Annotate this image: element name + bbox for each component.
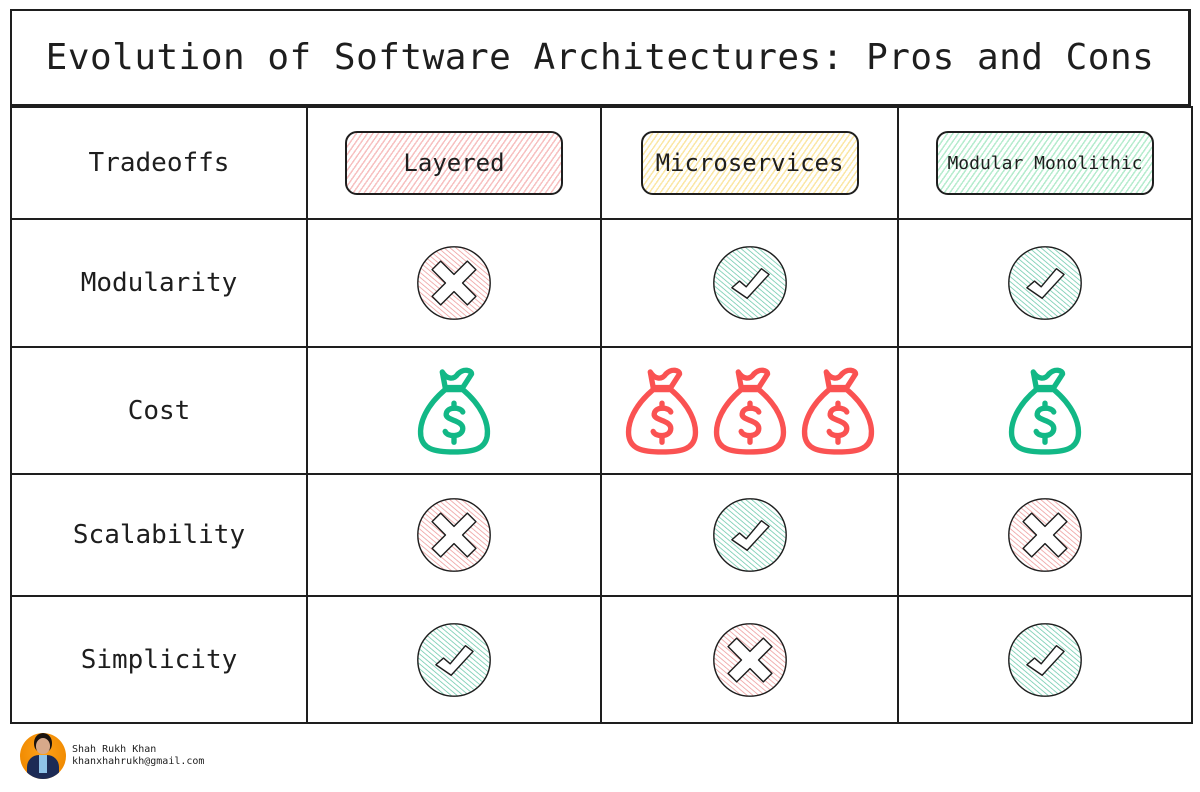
column-pill-modular-monolithic: Modular Monolithic <box>936 131 1154 195</box>
table-row: Modularity <box>10 218 1193 348</box>
cell <box>897 473 1193 597</box>
row-label-simplicity: Simplicity <box>80 644 238 675</box>
header-cell-layered: Layered <box>306 106 602 220</box>
cross-icon <box>1005 495 1085 575</box>
tradeoffs-label: Tradeoffs <box>88 148 230 178</box>
row-label-cell: Modularity <box>10 218 308 348</box>
column-pill-microservices: Microservices <box>640 131 859 195</box>
cross-icon <box>414 243 494 323</box>
money-bag-icon <box>415 366 493 456</box>
money-bag-icon <box>799 366 877 456</box>
author-name: Shah Rukh Khan <box>72 744 157 755</box>
money-bag-icon <box>711 366 789 456</box>
header-row: Tradeoffs Layered Microservices Modular … <box>10 106 1193 220</box>
cross-icon <box>710 620 790 700</box>
money-bag-icon <box>623 366 701 456</box>
table-row: Cost <box>10 346 1193 475</box>
header-cell-modular-monolithic: Modular Monolithic <box>897 106 1193 220</box>
row-label-scalability: Scalability <box>72 520 246 550</box>
cell <box>600 218 899 348</box>
check-icon <box>1005 243 1085 323</box>
header-cell-microservices: Microservices <box>600 106 899 220</box>
comparison-diagram: Evolution of Software Architectures: Pro… <box>10 9 1193 724</box>
title-box: Evolution of Software Architectures: Pro… <box>10 9 1191 106</box>
cell <box>306 473 602 597</box>
row-label-cell: Scalability <box>10 473 308 597</box>
check-icon <box>1005 620 1085 700</box>
cell <box>306 595 602 724</box>
row-label-cell: Simplicity <box>10 595 308 724</box>
column-pill-layered: Layered <box>345 131 563 195</box>
row-label-cell: Cost <box>10 346 308 475</box>
check-icon <box>710 243 790 323</box>
cell <box>600 473 899 597</box>
cross-icon <box>414 495 494 575</box>
author-info: Shah Rukh Khan khanxhahrukh@gmail.com <box>72 744 204 768</box>
cell <box>897 218 1193 348</box>
author-credit: Shah Rukh Khan khanxhahrukh@gmail.com <box>20 733 204 779</box>
cell <box>897 595 1193 724</box>
header-label-cell: Tradeoffs <box>10 106 308 220</box>
cell <box>306 346 602 475</box>
diagram-title: Evolution of Software Architectures: Pro… <box>45 37 1155 78</box>
money-bag-icon <box>1006 366 1084 456</box>
money-bag-group <box>602 366 897 456</box>
row-label-modularity: Modularity <box>80 268 238 298</box>
cell <box>897 346 1193 475</box>
check-icon <box>710 495 790 575</box>
row-label-cost: Cost <box>127 395 191 426</box>
table-row: Simplicity <box>10 595 1193 724</box>
cell <box>600 346 899 475</box>
cell <box>600 595 899 724</box>
comparison-table: Tradeoffs Layered Microservices Modular … <box>10 106 1193 724</box>
check-icon <box>414 620 494 700</box>
table-row: Scalability <box>10 473 1193 597</box>
avatar <box>20 733 66 779</box>
cell <box>306 218 602 348</box>
author-email: khanxhahrukh@gmail.com <box>72 756 205 767</box>
